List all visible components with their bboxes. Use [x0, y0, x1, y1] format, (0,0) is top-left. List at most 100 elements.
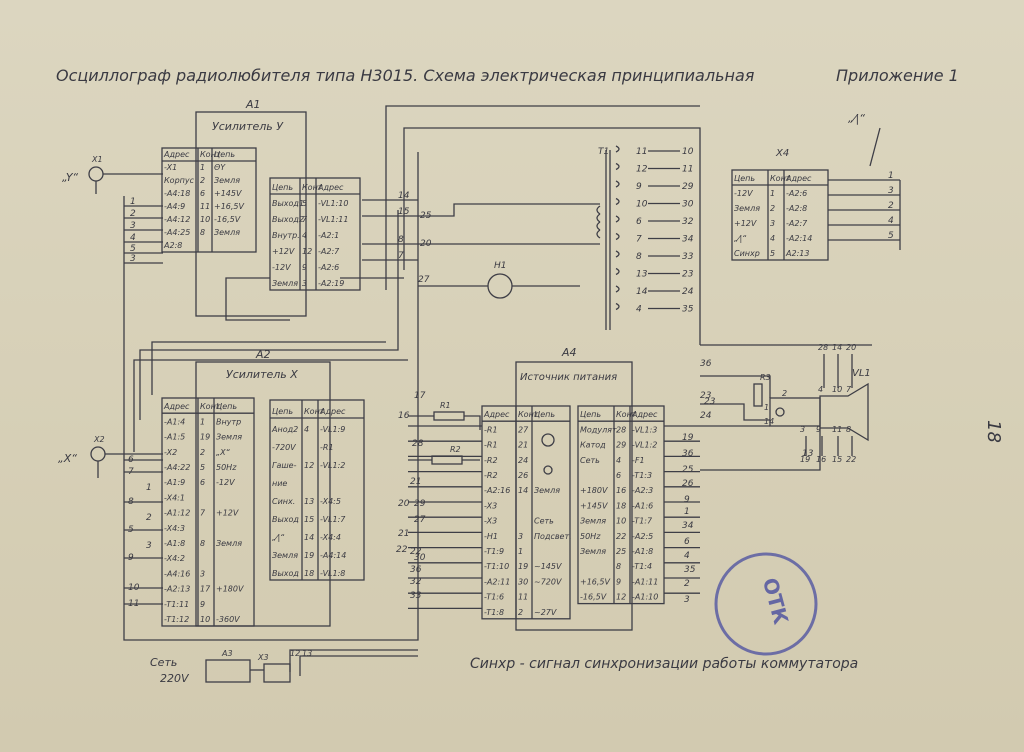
a2-left-cell: 5	[200, 463, 205, 472]
stamp-text: ОТК	[758, 575, 794, 627]
a1-left-cell: 10	[200, 215, 210, 224]
a1-right-cell: -A2:7	[318, 247, 340, 256]
a2-left-cell: -A1:9	[164, 478, 185, 487]
a4-right-cell: +16,5V	[580, 577, 611, 586]
a2-left-cell: -12V	[216, 478, 235, 487]
fuse-x3-icon	[263, 663, 291, 683]
wire-number: 16	[816, 455, 826, 464]
a4-right-cell: -VL1:3	[632, 425, 657, 434]
t1-pin-left: 12	[636, 165, 648, 175]
sheet-title: Осциллограф радиолюбителя типа Н3015. Сх…	[56, 66, 755, 85]
t1-pin-left: 14	[636, 287, 648, 297]
a2-left-cell: -T1:12	[164, 615, 189, 624]
r1-id: R1	[440, 401, 451, 410]
t1-pin-right: 29	[682, 182, 694, 192]
wire-number: 22	[396, 545, 408, 555]
a4-right-cell: 22	[616, 532, 626, 541]
mains-voltage: 220V	[160, 672, 190, 685]
x4-cell: +12V	[734, 219, 757, 228]
a1-right-cell: 12	[302, 247, 312, 256]
t1-id: T1	[598, 147, 609, 157]
wire-number: 14	[832, 343, 842, 352]
r3-id: R3	[760, 373, 771, 382]
wire-number: 3	[130, 221, 136, 231]
a2-left-cell: Земля	[216, 539, 242, 548]
wire-number: 4	[818, 385, 823, 394]
a2-left-header: Конт	[200, 402, 221, 411]
a1-right-cell: -A2:6	[318, 263, 339, 272]
wire-number: 16	[398, 411, 410, 421]
x4-header: Цепь	[734, 174, 755, 183]
a4-right-cell: -A1:10	[632, 593, 658, 602]
wire-number: 1	[146, 483, 152, 493]
a1-left-header: Адрес	[163, 150, 190, 159]
wire-number: 15	[832, 455, 842, 464]
t1-pin-left: 8	[636, 252, 642, 262]
a1-left-cell: 2	[200, 176, 205, 185]
t1-pin-left: 10	[636, 200, 648, 210]
a4-right-cell: 12	[616, 593, 626, 602]
a2-right-cell: 12	[304, 461, 314, 470]
a2-left-cell: -A2:13	[164, 585, 190, 594]
t1-pin-right: 30	[682, 200, 694, 210]
wire-number: 8	[398, 235, 404, 245]
wire-number: 19	[682, 433, 694, 443]
wire-number: 36	[410, 565, 422, 575]
wire-number: 23	[704, 397, 716, 407]
mains-label: Сеть	[150, 656, 177, 669]
a1-right-cell: 5	[302, 199, 307, 208]
a4-left-cell: ~720V	[534, 577, 562, 586]
wire-number: 21	[398, 529, 409, 539]
a2-left-cell: +180V	[216, 585, 244, 594]
a4-right-cell: -A2:3	[632, 486, 653, 495]
wire-number: 24	[700, 411, 712, 421]
a2-left-cell: -A4:22	[164, 463, 190, 472]
a4-left-cell: -A2:11	[484, 577, 510, 586]
wire-number: 6	[684, 537, 690, 547]
a2-right-cell: -VL1:7	[320, 515, 346, 524]
a4-right-header: Цепь	[580, 410, 601, 419]
r2-id: R2	[450, 445, 461, 454]
a2-right-cell: -VL1:8	[320, 569, 345, 578]
potentiometer-r1-icon	[433, 411, 465, 421]
a2-left-cell: 3	[200, 569, 205, 578]
a4-left-header: Адрес	[483, 410, 510, 419]
wire-number: 36	[700, 359, 712, 369]
a2-left-cell: -A1:8	[164, 539, 185, 548]
a2-right-cell: -VL1:2	[320, 461, 345, 470]
a1-right-cell: Выход2	[272, 215, 304, 224]
appendix-label: Приложение 1	[836, 66, 959, 85]
x4-cell: „⁄|“	[734, 234, 747, 243]
wire-number: 8	[846, 425, 851, 434]
a4-left-cell: 3	[518, 532, 523, 541]
a2-left-cell: -X2	[164, 448, 177, 457]
a4-right-cell: 28	[616, 425, 626, 434]
x4-out-number: 4	[888, 216, 894, 226]
wire-number: 20	[846, 343, 856, 352]
wire-number: 15	[398, 207, 410, 217]
a4-left-cell: 26	[518, 471, 528, 480]
t1-pin-right: 32	[682, 217, 694, 227]
input-connector-x2	[90, 446, 106, 462]
wire-number: 19	[800, 455, 810, 464]
a1-left-header: Конт	[200, 150, 221, 159]
wire-number: 12	[290, 649, 300, 658]
wire-number: 10	[832, 385, 842, 394]
a2-left-cell: „X“	[216, 448, 231, 457]
a1-right-header: Цепь	[272, 183, 293, 192]
a2-left-cell: -X4:2	[164, 554, 185, 563]
a1-right-cell: 7	[302, 215, 308, 224]
ramp-mark-label: „⁄|“	[848, 112, 865, 125]
a4-right-cell: 6	[616, 471, 621, 480]
a4-right-cell: 25	[616, 547, 626, 556]
a4-left-cell: -T1:6	[484, 593, 504, 602]
x4-cell: Земля	[734, 204, 760, 213]
wire-number: 2	[130, 209, 136, 219]
otk-stamp-icon: ОТК	[714, 552, 818, 656]
a1-right-cell: -VL1:11	[318, 215, 348, 224]
a4-right-cell: Земля	[580, 547, 606, 556]
x4-cell: 1	[770, 189, 775, 198]
